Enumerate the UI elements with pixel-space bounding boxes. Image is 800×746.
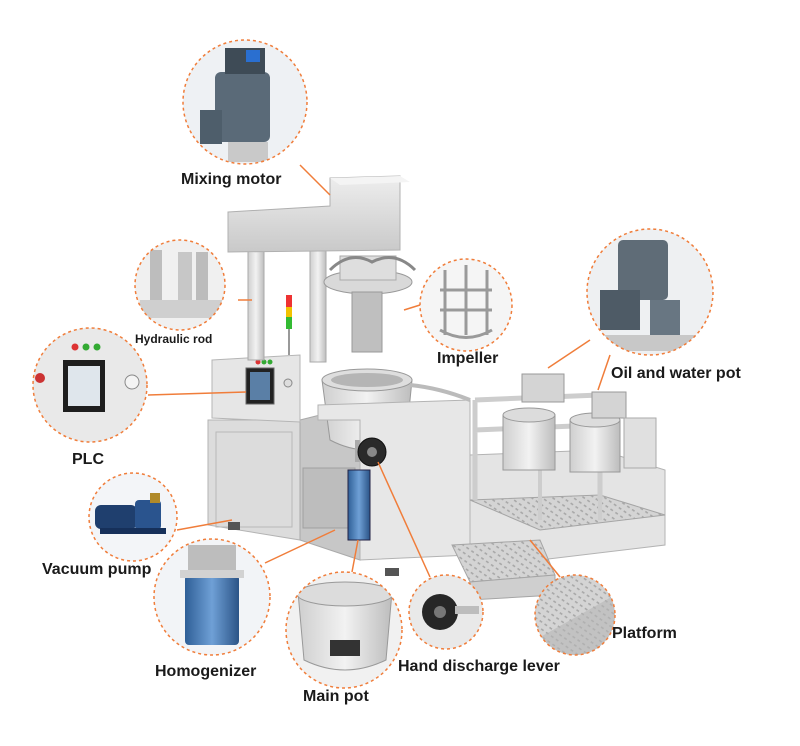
label-main-pot: Main pot	[303, 688, 369, 705]
label-hydraulic-rod: Hydraulic rod	[135, 332, 213, 346]
callout-oil-and-water-pot	[586, 228, 714, 356]
callout-mixing-motor	[182, 39, 308, 165]
leader-impeller	[403, 304, 421, 311]
label-platform: Platform	[612, 625, 677, 642]
leader-lines	[147, 164, 611, 578]
leader-vacuum-pump	[176, 519, 233, 531]
label-impeller: Impeller	[437, 350, 499, 367]
label-homogenizer: Homogenizer	[155, 663, 257, 680]
callout-hand-discharge-lever	[408, 574, 484, 650]
label-hand-discharge-lever: Hand discharge lever	[398, 658, 560, 675]
leader-platform	[529, 539, 561, 578]
callout-homogenizer	[153, 538, 271, 656]
callout-vacuum-pump	[88, 472, 178, 562]
leader-mixing-motor	[299, 164, 331, 196]
callout-plc	[32, 327, 148, 443]
leader-main-pot	[351, 539, 359, 573]
leader-hand-discharge-lever	[377, 461, 431, 578]
callout-impeller	[419, 258, 513, 352]
label-mixing-motor: Mixing motor	[181, 171, 282, 188]
leader-water-pot	[597, 354, 611, 391]
leader-plc	[147, 391, 247, 396]
platform-assembly	[451, 373, 666, 601]
callout-main-pot	[285, 571, 403, 689]
label-vacuum-pump: Vacuum pump	[42, 561, 152, 578]
label-plc: PLC	[72, 451, 104, 468]
label-oil-and-water-pot: Oil and water pot	[611, 365, 741, 382]
leader-oil-pot	[547, 339, 591, 369]
main-machine	[207, 175, 471, 576]
leader-homogenizer	[264, 529, 336, 564]
callout-platform	[534, 574, 616, 656]
callout-hydraulic-rod	[134, 239, 226, 331]
